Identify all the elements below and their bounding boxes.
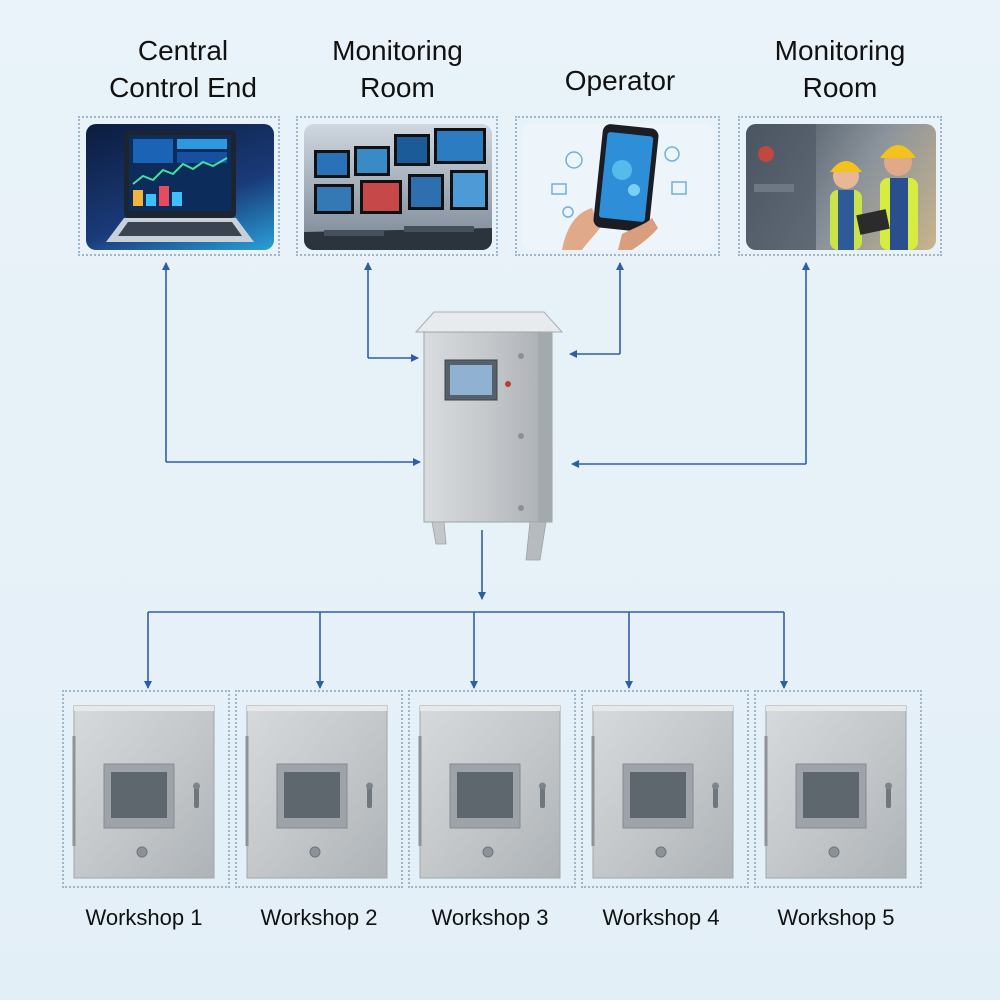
frame-workshop-4 xyxy=(581,690,749,888)
label-workshop-3: Workshop 3 xyxy=(431,905,549,930)
label-workshop-1: Workshop 1 xyxy=(85,905,203,930)
monitor-wall-icon xyxy=(304,124,492,250)
label-operator: Operator xyxy=(564,65,676,96)
label-workshop-5: Workshop 5 xyxy=(777,905,895,930)
workshop-cabinet-2 xyxy=(245,704,389,880)
laptop-icon xyxy=(86,124,274,250)
label-workshop-2: Workshop 2 xyxy=(260,905,378,930)
label-workshop-4: Workshop 4 xyxy=(602,905,720,930)
frame-monitoring-room-1 xyxy=(296,116,498,256)
frame-operator xyxy=(515,116,720,256)
workers-icon xyxy=(746,124,936,250)
frame-workshop-1 xyxy=(62,690,230,888)
frame-workshop-5 xyxy=(754,690,922,888)
smartphone-icon xyxy=(522,124,714,250)
frame-workshop-3 xyxy=(408,690,576,888)
central-control-cabinet xyxy=(414,311,564,561)
frame-workshop-2 xyxy=(235,690,403,888)
frame-monitoring-room-2 xyxy=(738,116,942,256)
workshop-cabinet-4 xyxy=(591,704,735,880)
frame-central-control xyxy=(78,116,280,256)
workshop-cabinet-1 xyxy=(72,704,216,880)
workshop-cabinet-3 xyxy=(418,704,562,880)
workshop-cabinet-5 xyxy=(764,704,908,880)
